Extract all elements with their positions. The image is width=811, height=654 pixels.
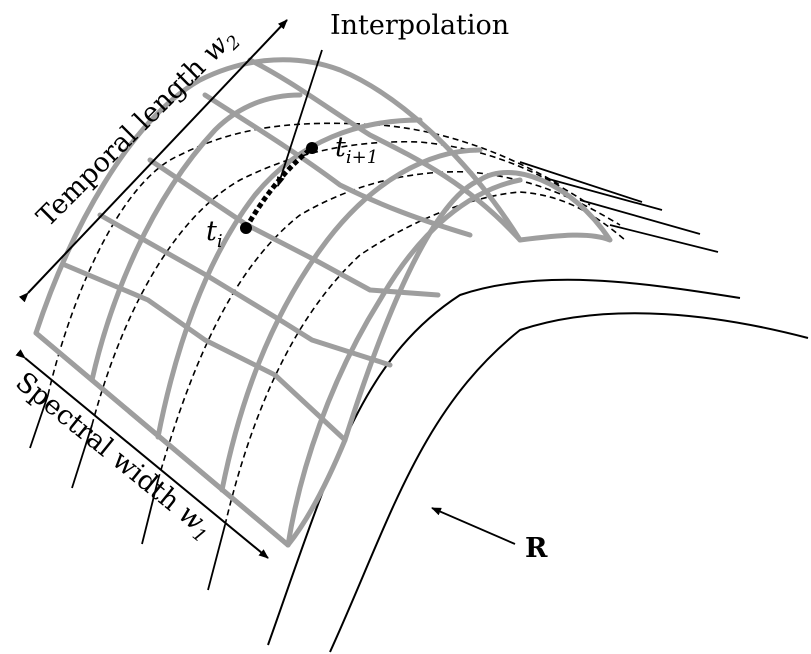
t-i-sub: i — [217, 231, 223, 252]
tangent-lines — [29, 161, 719, 591]
t-i-label: ti — [206, 216, 223, 252]
spectral-width-label: Spectral width w1 — [7, 366, 219, 547]
region-r-pointer — [431, 507, 516, 545]
t-i-plus-1-label: ti+1 — [335, 132, 378, 168]
tangent-line — [609, 224, 719, 253]
t-i-plus-1-sub: i+1 — [346, 147, 378, 168]
region-r-curves — [267, 278, 809, 653]
region-r-outer-curve — [329, 312, 809, 653]
mesh-line — [285, 177, 523, 548]
tangent-line — [579, 199, 701, 235]
tangent-line — [207, 524, 226, 591]
t-i-var: t — [206, 216, 217, 247]
interpolation-label: Interpolation — [330, 10, 509, 41]
temporal-length-text: Temporal length — [31, 46, 218, 233]
tangent-line — [544, 177, 663, 211]
tangent-line — [519, 161, 643, 203]
mesh-line — [62, 262, 348, 443]
mesh-line — [219, 147, 483, 493]
point-t-i-plus-1 — [306, 142, 318, 154]
temporal-axis-arrow — [18, 19, 288, 303]
region-r-inner-curve — [267, 278, 741, 646]
dashed-curve — [157, 170, 621, 481]
spectral-axis-arrow — [15, 349, 269, 559]
interpolation-pointer — [276, 49, 323, 187]
mesh-line — [247, 57, 523, 243]
point-t-i — [240, 222, 252, 234]
t-i-plus-1-var: t — [335, 132, 346, 163]
region-r-label: R — [525, 533, 548, 564]
dashed-curve — [47, 122, 561, 396]
